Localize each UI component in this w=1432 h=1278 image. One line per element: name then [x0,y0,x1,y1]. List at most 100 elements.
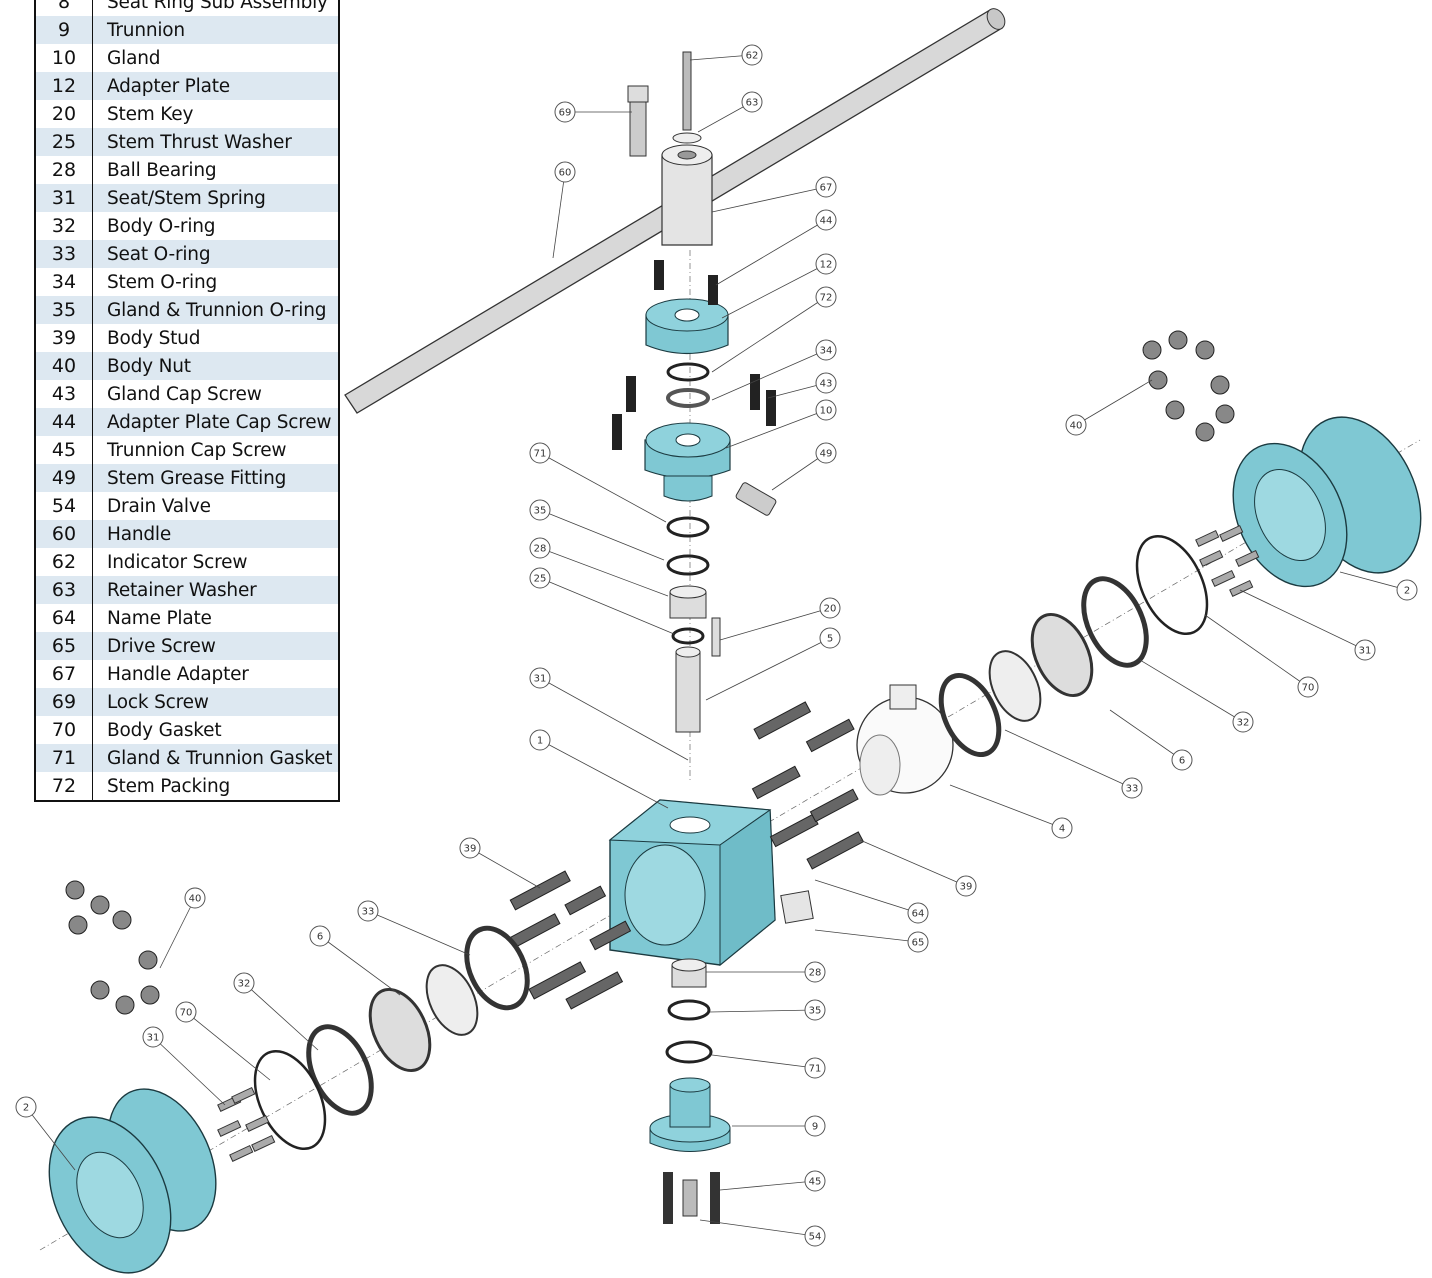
leader-line [771,452,827,491]
body-gasket-left [253,1049,327,1151]
part-name: Stem Thrust Washer [92,128,339,156]
leader-line [814,879,919,914]
leader-line [469,847,541,889]
stem-grease-fitting [735,482,777,516]
gland [644,422,731,502]
part-number: 31 [35,184,93,212]
callout-60: 60 [554,161,576,183]
part-number: 32 [35,212,93,240]
callout-label: 54 [809,1232,822,1243]
part-name: Trunnion Cap Screw [92,436,339,464]
callout-12: 12 [815,253,837,275]
callout-63: 63 [741,91,763,113]
body-nuts-left [65,880,160,1015]
body-studs [509,701,865,1010]
callout-label: 64 [912,909,925,920]
callout-31: 31 [1354,639,1376,661]
leader-line [814,929,919,943]
leader-line [719,607,831,641]
callout-label: 25 [534,574,547,585]
part-number: 10 [35,44,93,72]
callout-69: 69 [554,101,576,123]
part-number: 35 [35,296,93,324]
part-name: Handle Adapter [92,660,339,688]
indicator-screw [672,51,702,144]
end-connection-right [1232,416,1422,588]
callout-label: 45 [809,1177,822,1188]
callout-label: 71 [809,1064,822,1075]
callout-label: 2 [23,1103,29,1114]
callout-70: 70 [1297,676,1319,698]
callout-label: 32 [238,979,251,990]
drain-valve [682,1179,698,1217]
callout-6: 6 [309,925,331,947]
part-number: 69 [35,688,93,716]
leader-line [539,677,689,761]
callout-label: 70 [180,1008,193,1019]
ball-bearing-top [669,585,707,619]
part-name: Body Stud [92,324,339,352]
callout-28: 28 [804,961,826,983]
trunnion [649,1077,731,1152]
callout-65: 65 [907,931,929,953]
part-name: Drain Valve [92,492,339,520]
end-connection-left [48,1088,217,1274]
lock-screw [627,85,649,157]
callout-25: 25 [529,567,551,589]
callout-71: 71 [804,1057,826,1079]
stem-key [711,617,721,657]
leader-line [719,1180,816,1191]
part-number: 44 [35,408,93,436]
callout-label: 39 [960,882,973,893]
stem-thrust-washer [671,627,705,645]
callout-label: 1 [537,736,543,747]
callout-label: 6 [1179,756,1185,767]
callout-label: 32 [1237,718,1250,729]
leader-line [699,1219,816,1237]
callout-40: 40 [1065,414,1087,436]
callout-10: 10 [815,399,837,421]
body-gasket-right [1135,534,1209,636]
part-number: 65 [35,632,93,660]
gland-cap-screw [626,376,636,412]
part-name: Retainer Washer [92,576,339,604]
gland-cap-screw [766,390,776,426]
seat-ring-right-2 [1030,613,1094,697]
part-name: Ball Bearing [92,156,339,184]
callout-6: 6 [1171,749,1193,771]
callout-44: 44 [815,209,837,231]
callout-label: 5 [827,634,833,645]
callout-28: 28 [529,537,551,559]
callout-35: 35 [804,999,826,1021]
body [608,799,776,967]
gland-cap-screw [612,414,622,450]
part-name: Trunnion [92,16,339,44]
leader-line [25,1106,76,1171]
body-o-ring-left [306,1024,374,1116]
callout-label: 60 [559,168,572,179]
adapter-cap-screw [654,260,664,290]
adapter-plate [645,298,729,355]
callout-label: 31 [534,674,547,685]
gland-o-ring [666,554,710,576]
callout-label: 33 [1126,784,1139,795]
part-number: 49 [35,464,93,492]
callout-label: 12 [820,260,833,271]
part-number: 45 [35,436,93,464]
callout-5: 5 [819,627,841,649]
leader-line [152,1036,226,1106]
callout-62: 62 [741,44,763,66]
callout-label: 43 [820,379,833,390]
part-number: 64 [35,604,93,632]
